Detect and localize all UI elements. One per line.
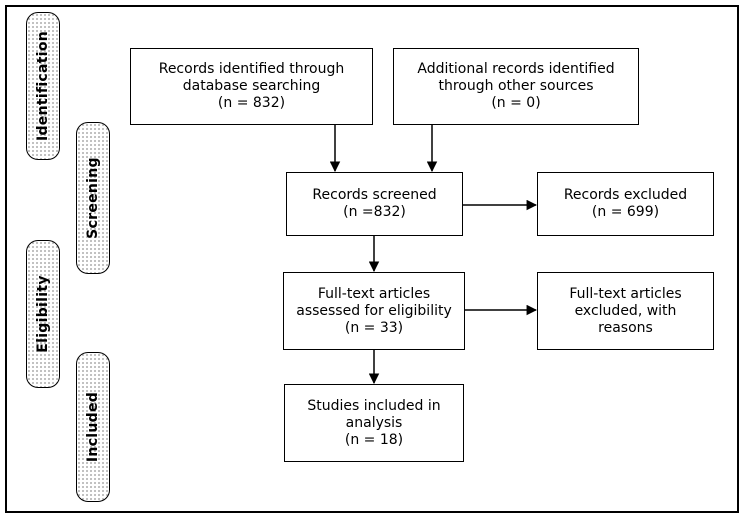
box-line: (n = 0) [491, 95, 541, 111]
box-line: Records excluded [563, 187, 688, 203]
fulltext-excluded-box: Full-text articles excluded, with reason… [537, 272, 714, 350]
diagram-frame [5, 5, 739, 513]
box-line: analysis [345, 414, 403, 431]
stage-included: Included [76, 352, 110, 502]
stage-identification: Identification [26, 12, 60, 160]
box-line: database searching [182, 78, 321, 94]
box-line: excluded, with [574, 302, 677, 319]
box-line: assessed for eligibility [296, 302, 452, 319]
box-line: (n =832) [343, 204, 406, 220]
stage-screening: Screening [76, 122, 110, 274]
box-line: (n = 18) [344, 431, 404, 448]
database-search-box: Records identified through database sear… [130, 48, 373, 125]
box-line: through other sources [438, 78, 594, 94]
box-line: (n = 699) [591, 204, 660, 220]
stage-eligibility: Eligibility [26, 240, 60, 388]
box-line: Records screened [312, 187, 437, 203]
box-line: (n = 832) [217, 95, 286, 111]
box-line: Studies included in [307, 397, 441, 414]
box-line: reasons [598, 319, 653, 336]
box-line: Full-text articles [317, 285, 431, 302]
records-excluded-box: Records excluded (n = 699) [537, 172, 714, 236]
studies-included-box: Studies included in analysis (n = 18) [284, 384, 464, 462]
box-line: Additional records identified [417, 61, 615, 77]
fulltext-assessed-box: Full-text articles assessed for eligibil… [283, 272, 465, 350]
box-line: Full-text articles [569, 285, 682, 302]
other-sources-box: Additional records identified through ot… [393, 48, 639, 125]
records-screened-box: Records screened (n =832) [286, 172, 463, 236]
box-line: (n = 33) [344, 319, 404, 336]
box-line: Records identified through [158, 61, 345, 77]
